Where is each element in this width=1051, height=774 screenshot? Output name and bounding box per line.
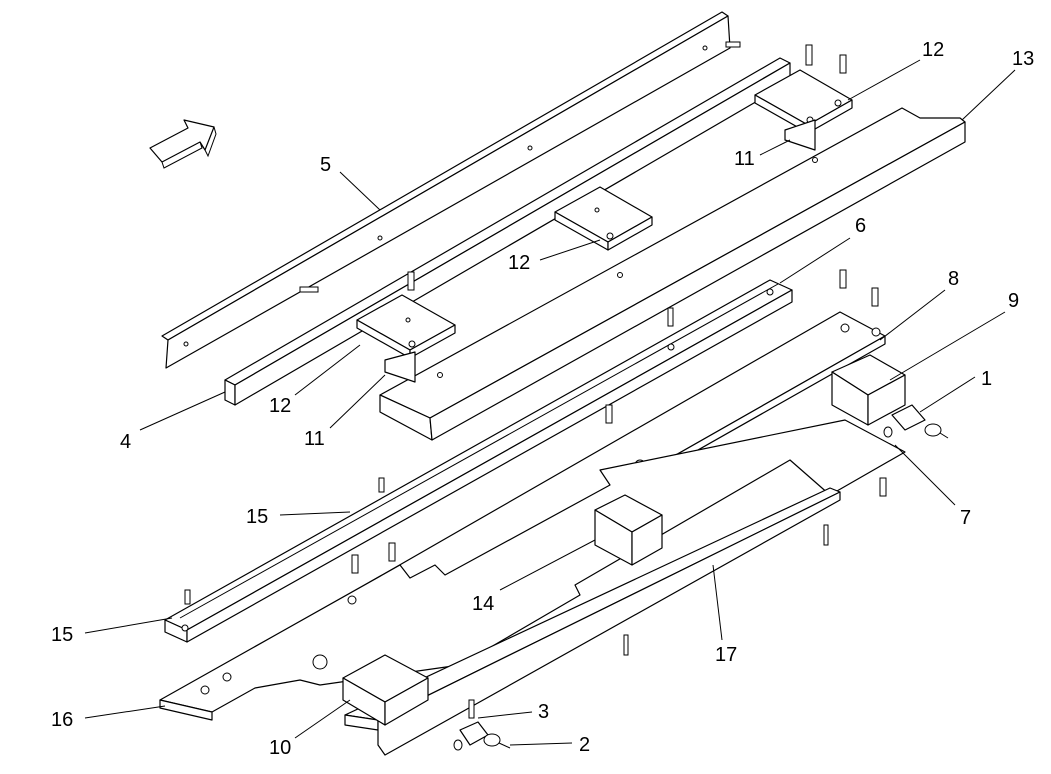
label-15: 15 [246,506,268,528]
part-12-plate-middle [554,186,653,251]
part-17-bar [344,487,841,756]
part-13-channel [379,107,966,441]
label-5: 5 [320,154,331,176]
part-2-rod-end [453,721,511,751]
label-10: 10 [269,737,291,759]
part-10-block [342,654,429,726]
part-5-angle [161,11,731,369]
label-12: 12 [269,395,291,417]
screws [184,41,887,719]
label-8: 8 [948,268,959,290]
label-12: 12 [922,39,944,61]
label-4: 4 [120,431,131,453]
label-9: 9 [1008,290,1019,312]
label-15: 15 [51,624,73,646]
label-14: 14 [472,593,494,615]
part-labels: 12 13 5 11 12 6 8 9 1 12 11 4 7 15 14 15… [51,39,1034,759]
part-14-block [594,494,663,566]
label-6: 6 [855,215,866,237]
part-12-plate-top [754,69,853,134]
label-17: 17 [715,644,737,666]
label-11: 11 [734,148,755,170]
direction-arrow-icon [149,119,217,169]
part-9-block [831,354,906,426]
part-6-rail [164,279,793,643]
part-11-block-left [384,351,416,383]
part-1-rod-end [883,404,949,439]
label-2: 2 [579,734,590,756]
label-7: 7 [960,507,971,529]
part-11-block-top [784,119,816,151]
label-3: 3 [538,701,549,723]
label-16: 16 [51,709,73,731]
leader-lines [84,59,1016,746]
label-1: 1 [981,368,992,390]
part-12-plate-left [356,294,456,359]
label-11: 11 [304,428,325,450]
label-12: 12 [508,252,530,274]
label-13: 13 [1012,48,1034,70]
